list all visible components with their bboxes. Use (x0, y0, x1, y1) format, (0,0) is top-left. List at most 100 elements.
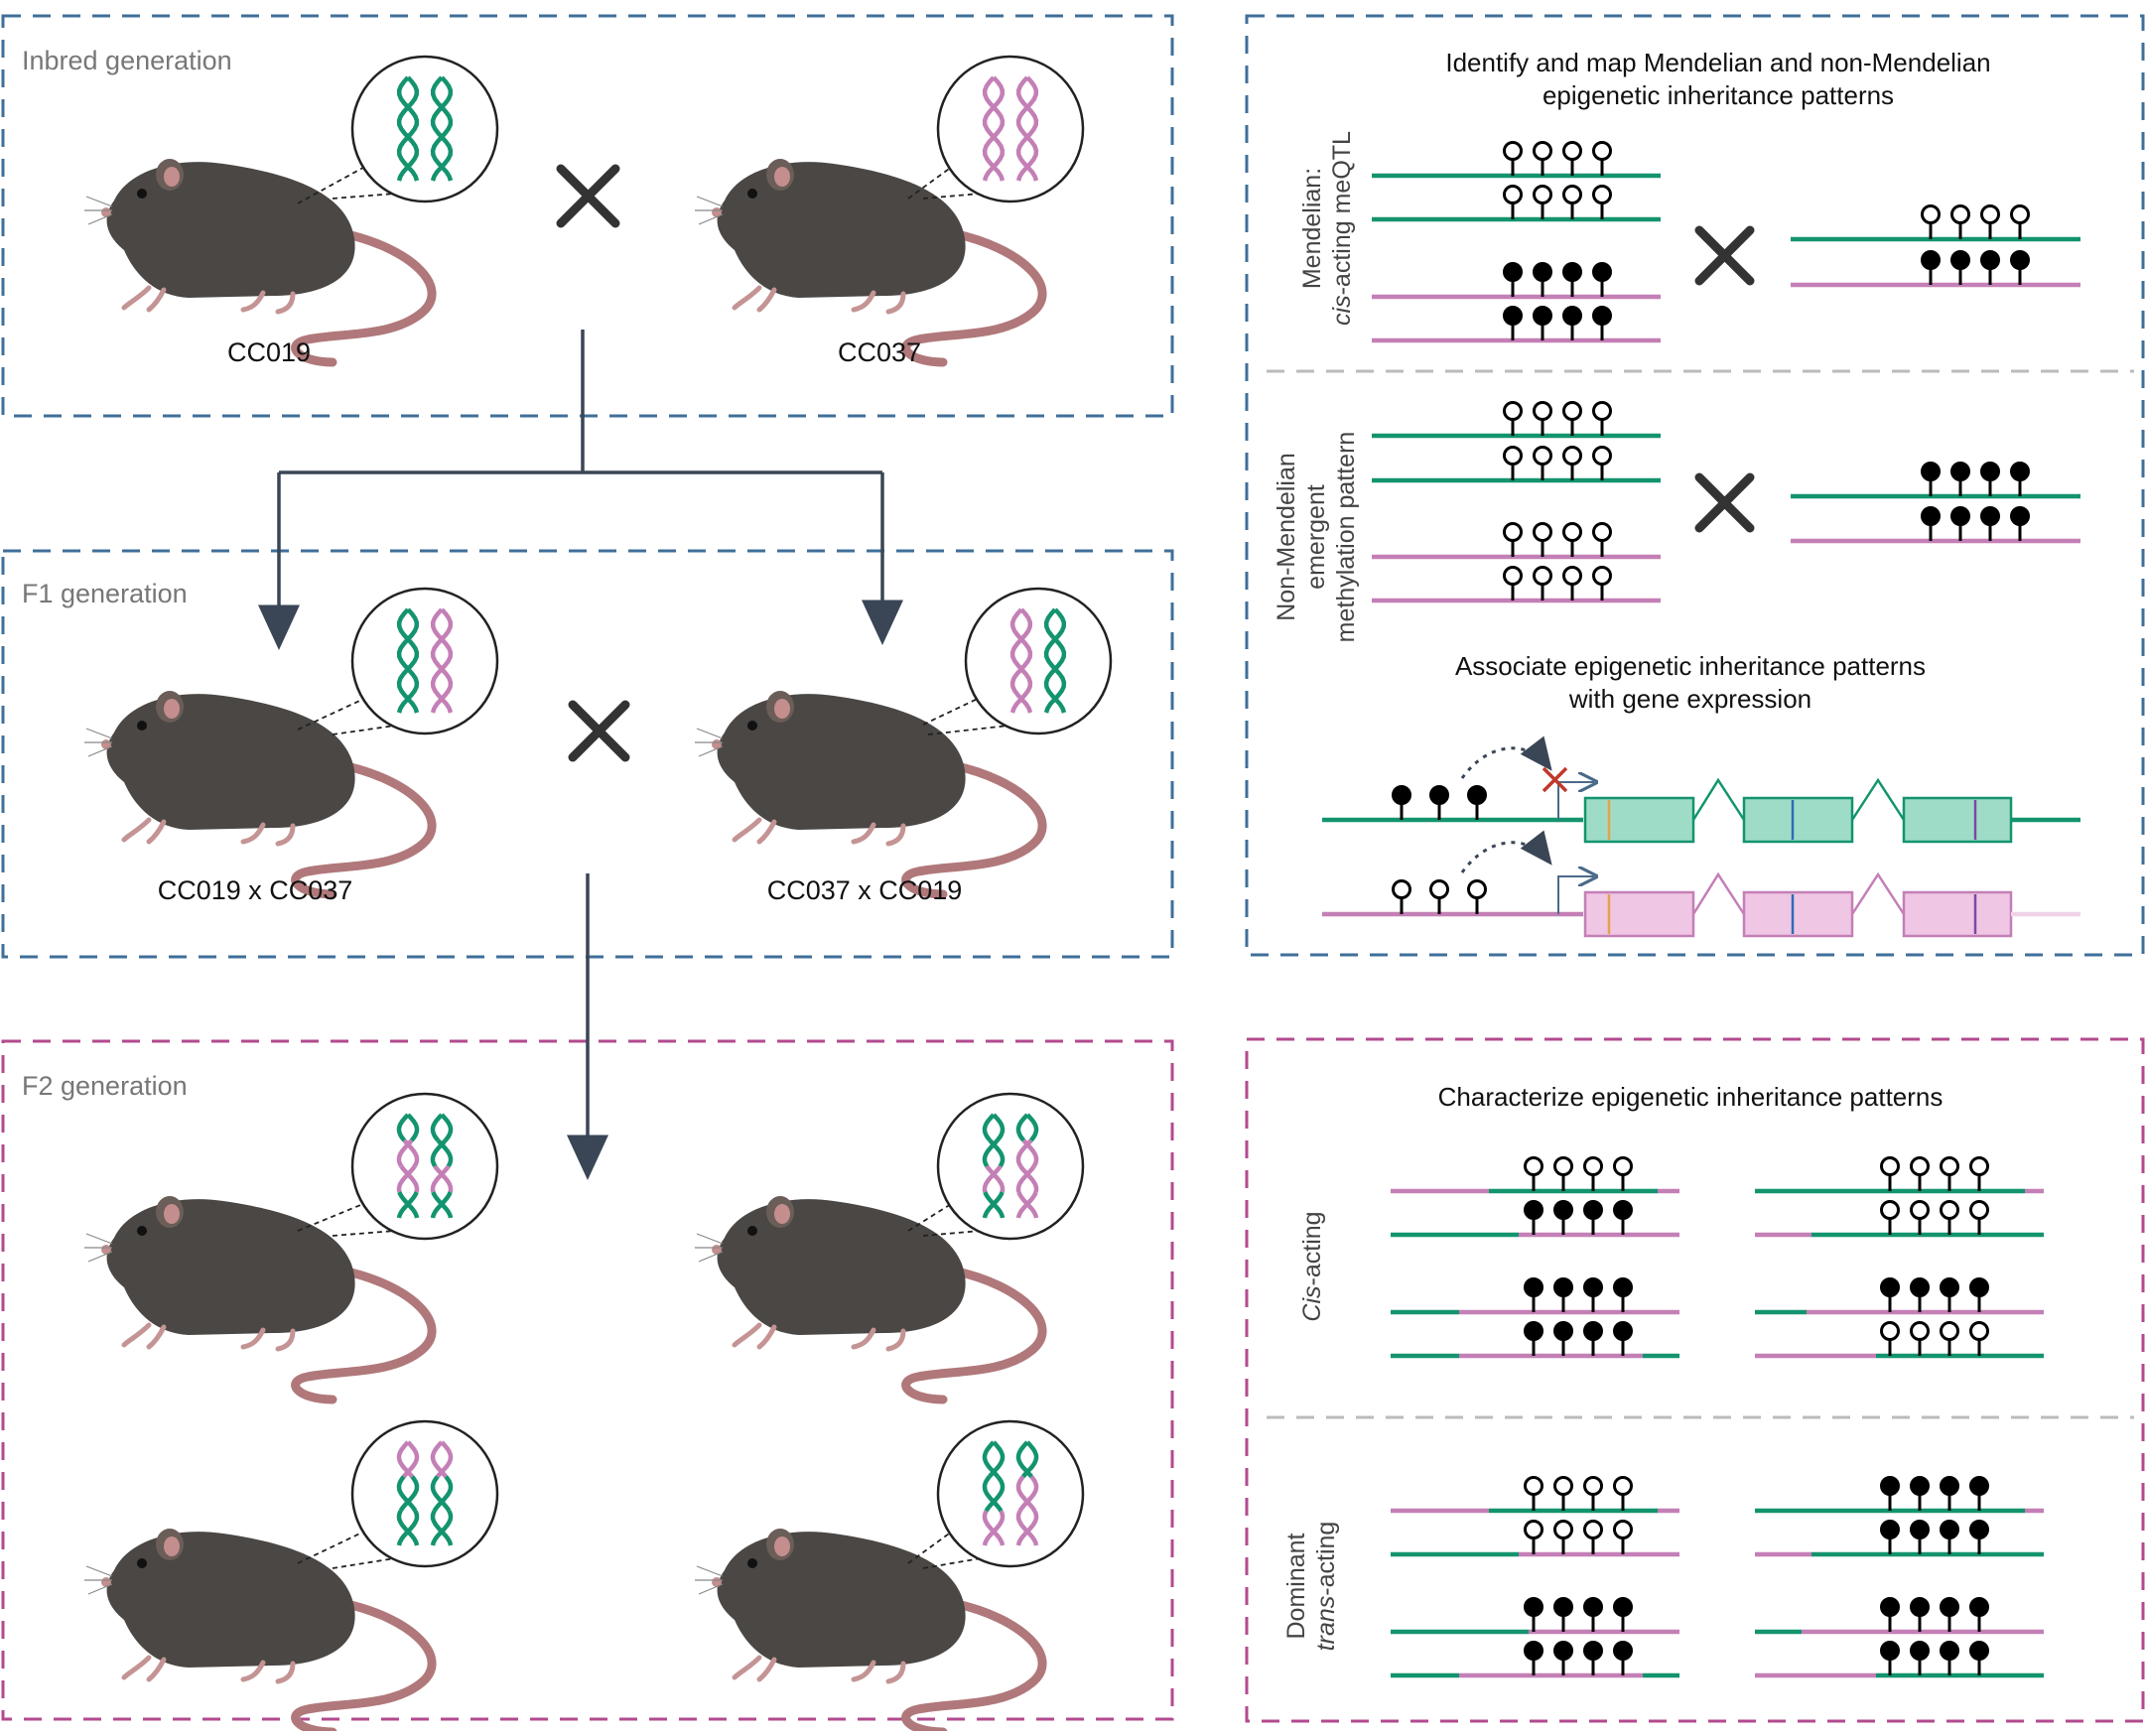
mouse-front-feet (121, 817, 167, 845)
helix-strand (396, 607, 420, 714)
methylated-cpg (1613, 1277, 1633, 1297)
mouse-whiskers (695, 728, 724, 757)
methylated-cpg (1524, 1200, 1543, 1220)
unmethylated-cpg (1562, 185, 1582, 204)
zoom-circle (936, 55, 1085, 203)
unmethylated-cpg (1969, 1200, 1989, 1220)
methylated-cpg (1592, 262, 1612, 282)
methylation-layer (1372, 141, 2080, 1678)
methylated-cpg (1910, 1597, 1930, 1617)
zoom-line (297, 1528, 371, 1564)
mouse-eye (137, 721, 147, 731)
mouse-whiskers (695, 1233, 724, 1263)
mouse-ear-inner (774, 699, 790, 719)
dna-zoom-f2-1 (297, 1092, 499, 1241)
helix-strand (399, 1164, 420, 1193)
methylated-cpg (1880, 1597, 1900, 1617)
unmethylated-cpg (1880, 1321, 1900, 1341)
methylation-row-c6 (1755, 1200, 2044, 1238)
identify-map-title-line2: epigenetic inheritance patterns (1542, 80, 1895, 110)
unmethylated-cpg (2010, 204, 2030, 224)
gene-model-pink (1322, 830, 2080, 938)
helix-strand (402, 1138, 420, 1168)
methylated-cpg (1940, 1476, 1959, 1496)
unmethylated-cpg (1562, 446, 1582, 466)
mouse-body (717, 1199, 966, 1335)
unmethylated-cpg (1592, 446, 1612, 466)
unmethylated-cpg (1503, 141, 1523, 161)
methylated-cpg (1524, 1277, 1543, 1297)
methylation-row-m5 (1791, 204, 2080, 242)
methylation-row-d3 (1391, 1597, 1679, 1635)
methylation-row-d4 (1391, 1641, 1679, 1678)
mouse-f2-1 (84, 1196, 437, 1404)
methylation-row-c1 (1391, 1156, 1679, 1194)
methylated-cpg (1880, 1277, 1900, 1297)
methylated-cpg (1980, 462, 2000, 481)
mouse-ear-inner (164, 1204, 180, 1224)
helix-strand (1015, 1164, 1036, 1193)
strain-label-cc019: CC019 (226, 337, 312, 367)
mouse-f1-b (695, 691, 1047, 899)
associate-line2: with gene expression (1568, 684, 1812, 714)
unmethylated-cpg (1613, 1156, 1633, 1176)
helix-strand (431, 1191, 454, 1219)
helix-strand (430, 1164, 451, 1193)
helix-strand (982, 1440, 1000, 1479)
methylation-row-n3 (1372, 522, 1661, 560)
cis-rest: -acting (1298, 1211, 1326, 1286)
mouse-front-feet (732, 285, 777, 313)
zoom-line (297, 695, 371, 731)
unmethylated-cpg (1533, 141, 1552, 161)
methylated-cpg (1950, 506, 1970, 526)
helix-strand (406, 1113, 420, 1142)
mouse-body (106, 162, 355, 298)
unmethylated-cpg (1533, 185, 1552, 204)
helix-strand (985, 1164, 1006, 1193)
methylation-row-d5 (1755, 1476, 2044, 1514)
gene-model-green (1322, 735, 2080, 844)
helix-strand (430, 75, 454, 182)
unmethylated-cpg (1562, 566, 1582, 586)
methylation-row-n1 (1372, 401, 1661, 439)
helix-strand (982, 75, 1006, 182)
zoom-line (332, 193, 396, 200)
methylated-cpg (1553, 1277, 1573, 1297)
unmethylated-cpg (1583, 1156, 1603, 1176)
zoom-line (907, 163, 957, 200)
unmethylated-cpg (1553, 1476, 1573, 1496)
unmethylated-cpg (1592, 401, 1612, 421)
mouse-ear-inner (774, 1536, 790, 1556)
identify-map-title-line1: Identify and map Mendelian and non-Mende… (1445, 48, 1991, 77)
methylated-cpg (1613, 1200, 1633, 1220)
helix-strand (396, 75, 420, 182)
methylated-cpg (1980, 506, 2000, 526)
right-bottom-panel-frame (1245, 1037, 2145, 1723)
methylated-cpg (1562, 262, 1582, 282)
repression-x-icon (1542, 766, 1568, 793)
mendelian-label-line2: cis-acting meQTL (1327, 69, 1357, 387)
helix-strand (440, 1113, 454, 1142)
helix-strand (396, 75, 420, 182)
methylation-row-c4 (1391, 1321, 1679, 1359)
mouse-front-feet (121, 1655, 167, 1682)
dna-zoom-cc037 (907, 55, 1085, 203)
methylated-cpg (1553, 1321, 1573, 1341)
methylated-cpg (1524, 1597, 1543, 1617)
dominant-line1: Dominant (1282, 1533, 1310, 1640)
mouse-f2-3 (84, 1529, 437, 1736)
helix-strand (982, 1510, 1006, 1546)
unmethylated-cpg (1503, 185, 1523, 204)
methylated-cpg (1592, 306, 1612, 326)
methylated-cpg (1921, 250, 1941, 270)
methylated-cpg (1553, 1641, 1573, 1661)
helix-strand (1015, 1510, 1039, 1546)
mouse-body (106, 1532, 355, 1668)
mouse-ear-inner (774, 1204, 790, 1224)
methylation-row-m3 (1372, 262, 1661, 300)
helix-strand (430, 1510, 454, 1546)
helix-strand (430, 1440, 448, 1479)
methylated-cpg (1940, 1520, 1959, 1539)
mouse-tail (291, 1266, 437, 1404)
